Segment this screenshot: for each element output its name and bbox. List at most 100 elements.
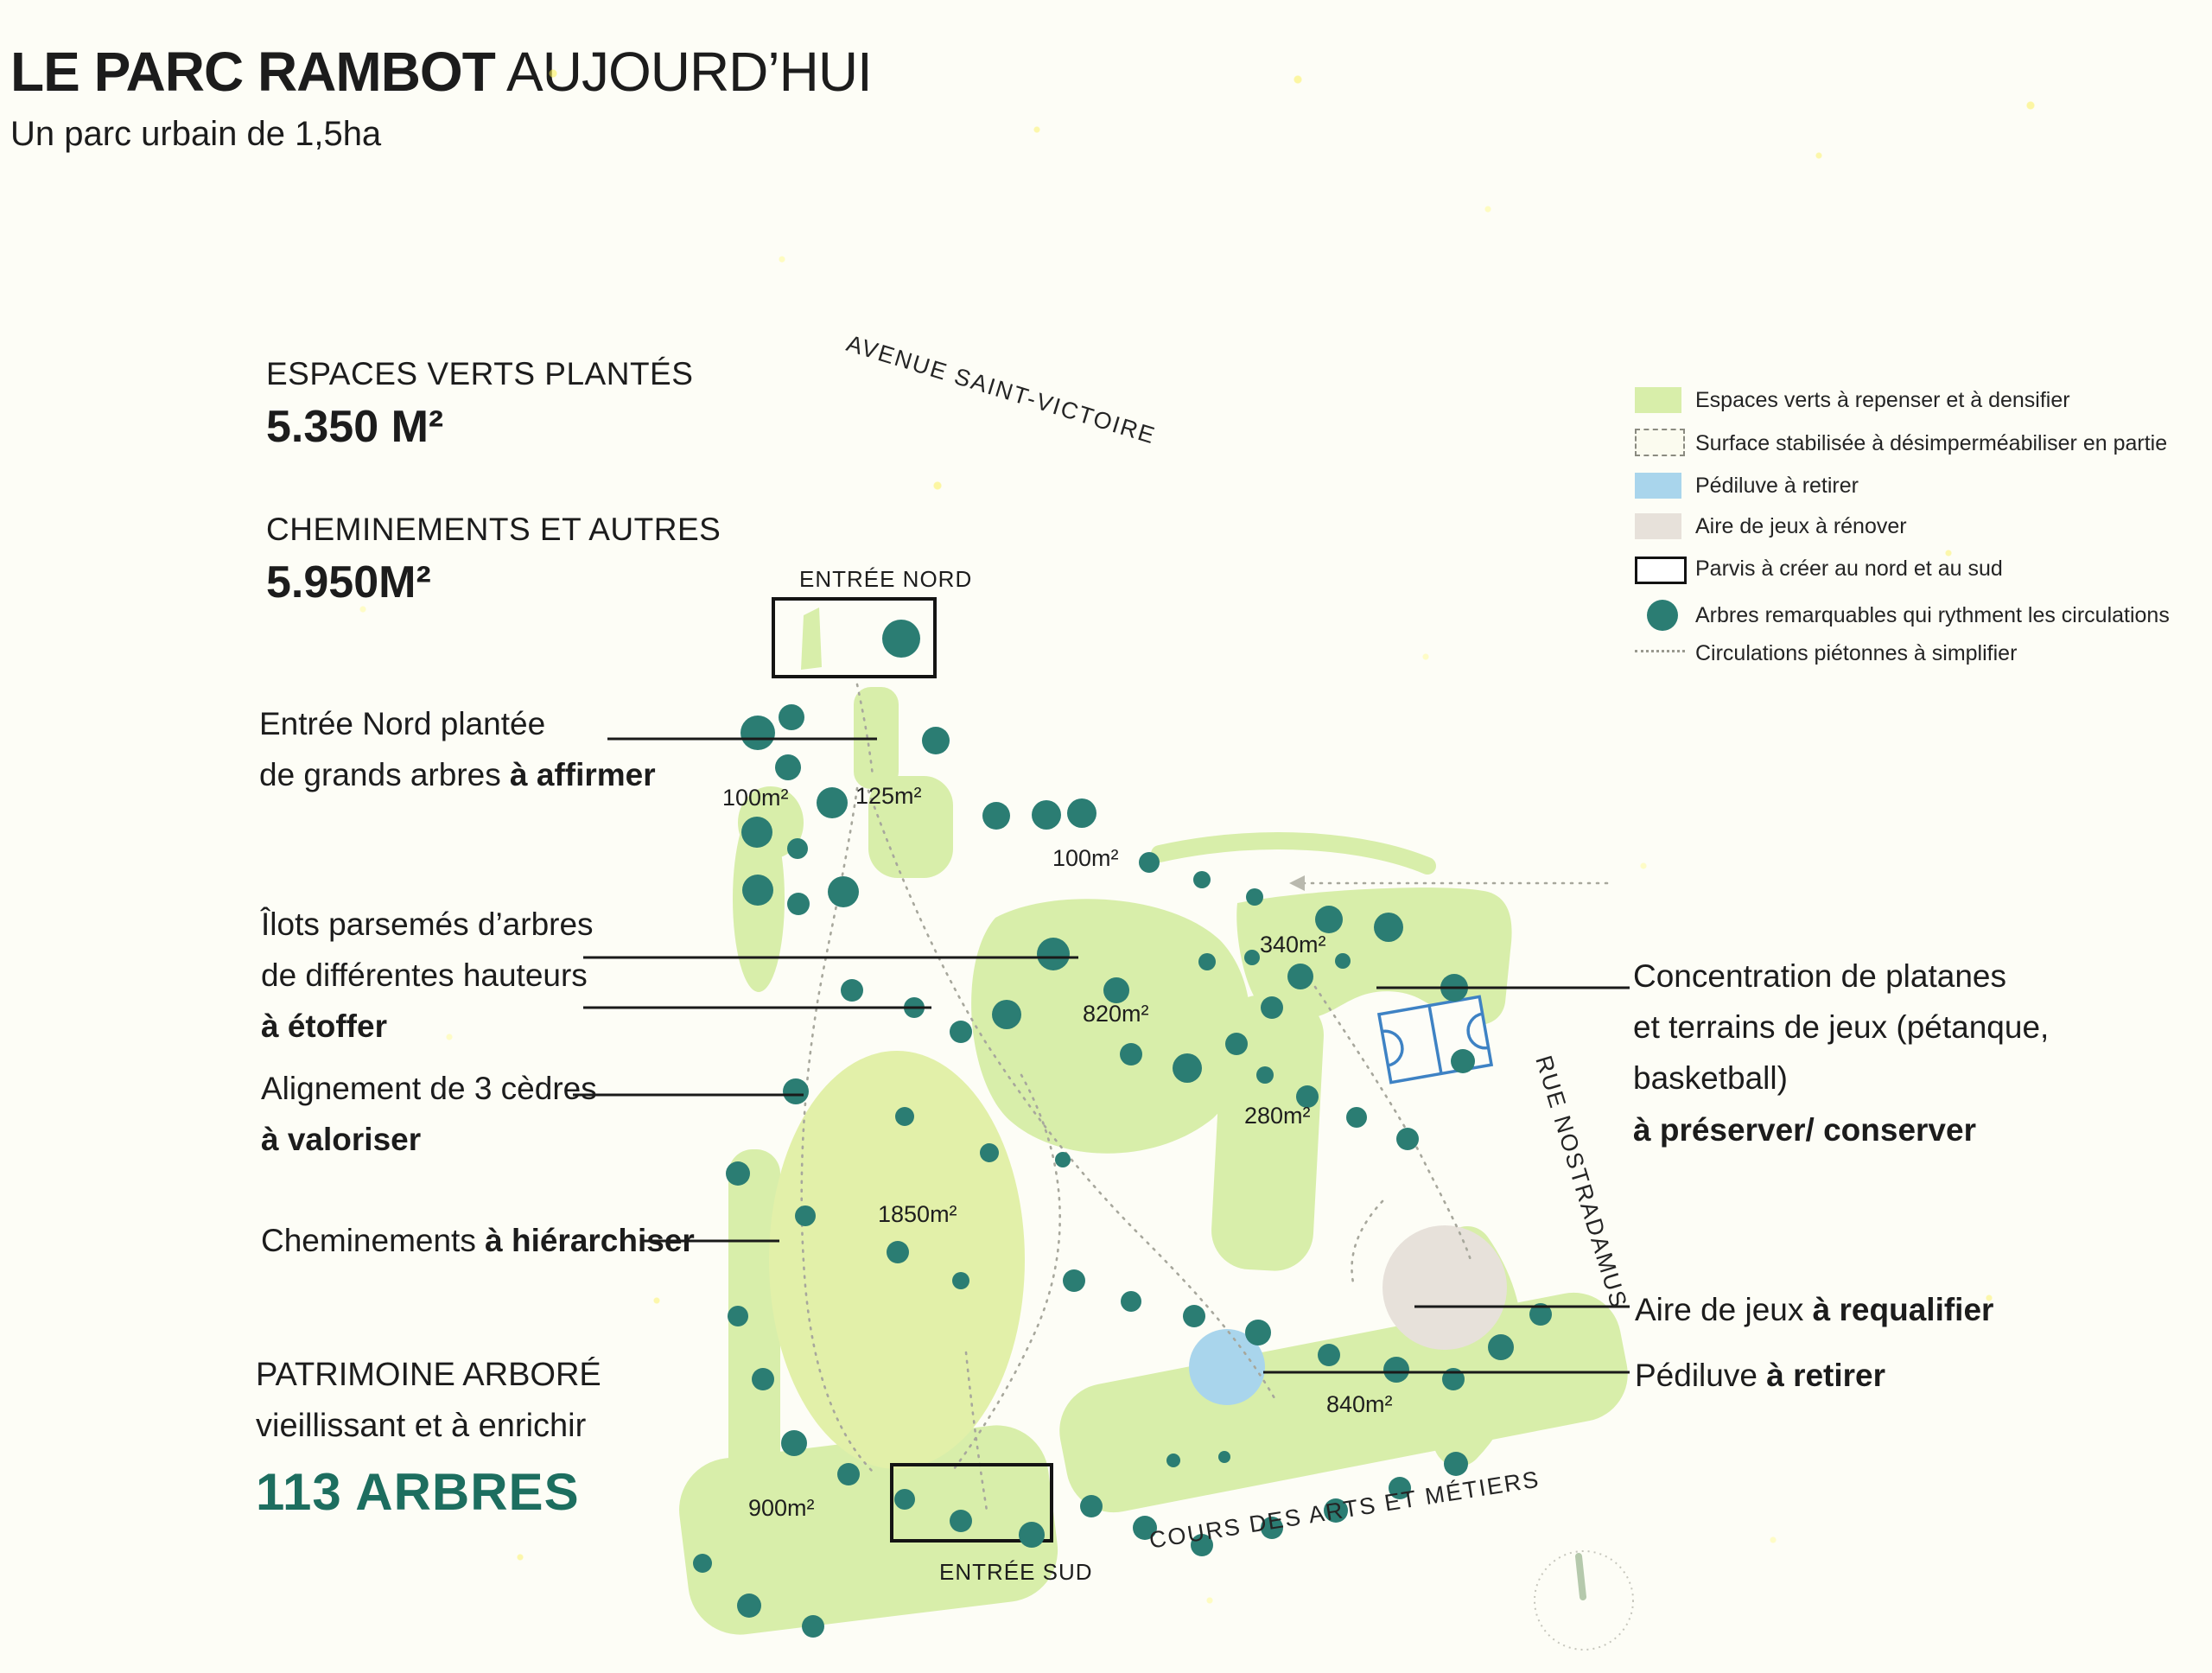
tree-circle	[1383, 1357, 1409, 1383]
title-bold: LE PARC RAMBOT	[10, 41, 496, 103]
tree-circle	[752, 1368, 774, 1390]
tree-circle	[1173, 1053, 1202, 1083]
tree-circle	[1318, 1344, 1340, 1366]
tree-circle	[1374, 913, 1403, 942]
annotation-bold: à valoriser	[261, 1122, 422, 1158]
area-label: 900m²	[748, 1495, 815, 1521]
tree-circle	[1032, 800, 1061, 830]
tree-circle	[787, 838, 808, 859]
tree-circle	[795, 1205, 816, 1226]
annotation-bold: à hiérarchiser	[485, 1223, 695, 1258]
circulation-paths	[800, 683, 1616, 1512]
trees-layer	[693, 620, 1552, 1638]
annotation-text: Pédiluve	[1635, 1358, 1767, 1393]
tree-circle	[779, 704, 804, 730]
tree-circle	[1121, 1291, 1141, 1312]
tree-circle	[1529, 1303, 1552, 1326]
tree-circle	[982, 802, 1010, 830]
tree-circle	[1256, 1066, 1274, 1084]
annotation-text: Îlots parsemés d’arbres de différentes h…	[261, 906, 594, 994]
legend-swatch-parvis	[1635, 557, 1687, 584]
label-entree-nord: ENTRÉE NORD	[799, 566, 973, 592]
tree-circle	[894, 1489, 915, 1510]
stat-cheminements: CHEMINEMENTS ET AUTRES 5.950M²	[266, 512, 721, 608]
tree-circle	[783, 1078, 809, 1104]
legend-label: Circulations piétonnes à simplifier	[1695, 641, 2018, 665]
legend-swatch-pediluve	[1635, 473, 1681, 499]
legend-swatch-green	[1635, 387, 1681, 413]
annotation-text: Entrée Nord plantée de grands arbres	[259, 706, 546, 793]
page-subtitle: Un parc urbain de 1,5ha	[10, 115, 382, 154]
tree-circle	[1324, 1498, 1348, 1523]
tree-circle	[1193, 871, 1211, 888]
tree-circle	[1191, 1534, 1213, 1556]
area-label: 100m²	[722, 785, 789, 811]
tree-circle	[1055, 1152, 1071, 1167]
tree-circle	[775, 754, 801, 780]
stat-label: ESPACES VERTS PLANTÉS	[266, 356, 694, 391]
area-label: 840m²	[1326, 1391, 1393, 1417]
parvis-north-rect	[772, 597, 937, 678]
tree-circle	[1335, 953, 1351, 969]
tree-circle	[1261, 996, 1283, 1019]
annotation-text: Aire de jeux	[1635, 1292, 1813, 1327]
tree-circle	[741, 817, 772, 848]
tree-circle	[1166, 1454, 1180, 1467]
stat-espaces-verts: ESPACES VERTS PLANTÉS 5.350 M²	[266, 356, 693, 453]
tree-circle	[1120, 1043, 1142, 1066]
tree-circle	[1444, 1452, 1468, 1476]
annotation-text: Cheminements	[261, 1223, 486, 1258]
legend-swatch-playground	[1635, 513, 1681, 539]
tree-circle	[1019, 1522, 1045, 1548]
tree-circle	[887, 1241, 909, 1263]
parvis-south-rect	[890, 1463, 1053, 1543]
tree-circle	[922, 727, 950, 754]
tree-circle	[781, 1430, 807, 1456]
patrimoine-line2: vieillissant et à enrichir	[256, 1407, 587, 1444]
tree-circle	[817, 787, 848, 818]
tree-circle	[1389, 1477, 1411, 1499]
legend-swatch-tree	[1647, 600, 1678, 631]
annotation-alignement: Alignement de 3 cèdres à valoriser	[261, 1063, 597, 1165]
tree-circle	[728, 1306, 748, 1326]
legend-label: Parvis à créer au nord et au sud	[1695, 557, 2003, 581]
compass	[1534, 1550, 1634, 1651]
header: LE PARC RAMBOT AUJOURD’HUI Un parc urbai…	[10, 41, 873, 154]
path-arrow	[1289, 875, 1305, 891]
tree-circle	[1067, 798, 1096, 828]
area-label: 820m²	[1083, 1001, 1149, 1027]
tree-circle	[895, 1107, 914, 1126]
tree-circle	[726, 1161, 750, 1186]
annotation-text: Concentration de platanes et terrains de…	[1633, 958, 2050, 1097]
area-label: 340m²	[1260, 932, 1326, 957]
legend-swatch-stabilized	[1635, 429, 1685, 456]
legend-label: Surface stabilisée à désimperméabiliser …	[1695, 431, 2168, 455]
annotation-entree-nord: Entrée Nord plantée de grands arbres à a…	[259, 698, 656, 800]
annotation-bold: à requalifier	[1812, 1292, 1994, 1327]
tree-circle	[1218, 1451, 1230, 1463]
pediluve-circle	[1189, 1329, 1265, 1405]
legend-swatch-dotted	[1635, 650, 1685, 652]
stat-label: CHEMINEMENTS ET AUTRES	[266, 512, 721, 547]
label-entree-sud: ENTRÉE SUD	[939, 1559, 1093, 1585]
tree-circle	[1315, 906, 1343, 933]
tree-circle	[1488, 1334, 1514, 1360]
tree-circle	[1244, 950, 1260, 965]
area-label: 280m²	[1244, 1103, 1311, 1129]
tree-circle	[992, 1000, 1021, 1029]
page-title: LE PARC RAMBOT AUJOURD’HUI	[10, 41, 873, 103]
tree-circle	[1198, 953, 1216, 970]
annotation-bold: à affirmer	[510, 757, 656, 793]
legend-label: Arbres remarquables qui rythment les cir…	[1695, 603, 2170, 627]
annotation-aire-jeux: Aire de jeux à requalifier	[1635, 1284, 1993, 1335]
tree-circle	[693, 1554, 712, 1573]
area-label: 125m²	[855, 783, 922, 809]
tree-circle	[950, 1510, 972, 1532]
tree-circle	[841, 979, 863, 1002]
tree-circle	[1183, 1305, 1205, 1327]
tree-circle	[950, 1021, 972, 1043]
tree-circle	[1261, 1517, 1283, 1539]
